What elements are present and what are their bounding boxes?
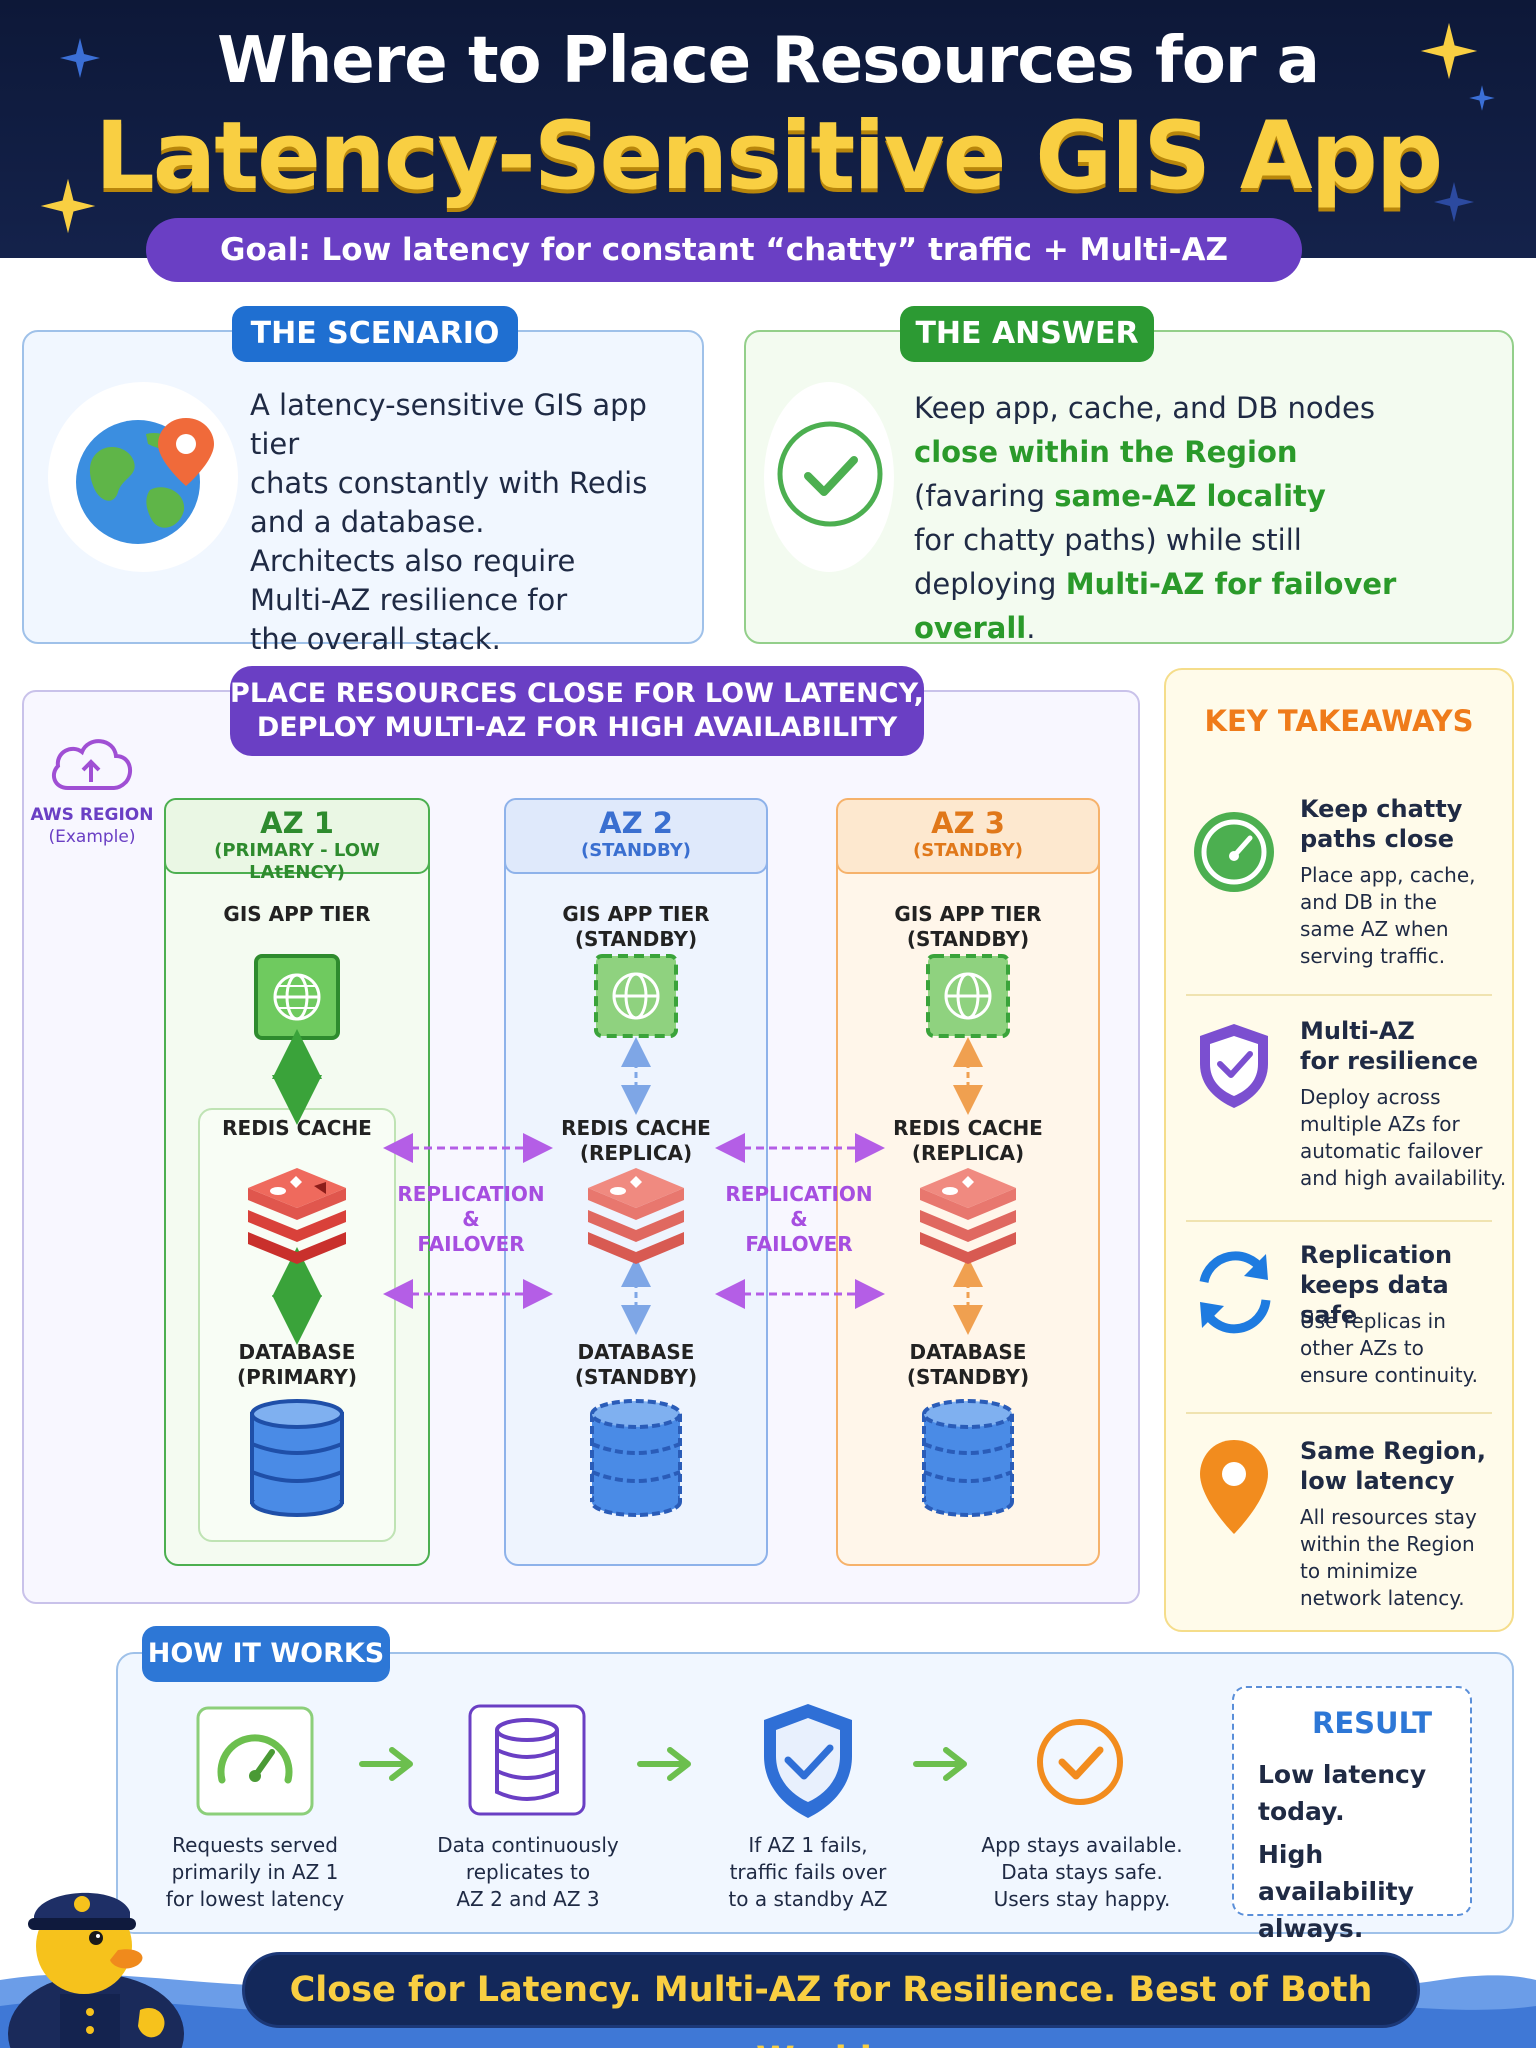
- check-circle-icon: [764, 382, 894, 572]
- database-label: DATABASE(PRIMARY): [237, 1340, 357, 1389]
- az-subtitle: (PRIMARY - LOW LAtENCY): [214, 840, 380, 883]
- region-label: AWS REGION (Example): [30, 804, 154, 848]
- scenario-line: A latency-sensitive GIS app tier: [250, 388, 647, 461]
- divider: [1186, 1412, 1492, 1414]
- gis-app-tier-label: GIS APP TIER(STANDBY): [562, 902, 710, 951]
- answer-line: .: [1026, 611, 1036, 645]
- scenario-tab: THE SCENARIO: [232, 306, 518, 362]
- answer-line: Keep app, cache, and DB nodes: [914, 391, 1375, 425]
- gis-app-tier-label: GIS APP TIER(STANDBY): [894, 902, 1042, 951]
- key-takeaways-title: KEY TAKEAWAYS: [1204, 704, 1474, 738]
- az-title: AZ 2: [599, 806, 673, 840]
- database-label: DATABASE(STANDBY): [574, 1340, 698, 1389]
- result-box: [1232, 1686, 1472, 1916]
- sparkle-icon: [1469, 85, 1495, 111]
- header-banner: Where to Place Resources for a Latency-S…: [0, 0, 1536, 258]
- how-it-works-tab: HOW IT WORKS: [142, 1626, 390, 1682]
- scenario-line: chats constantly with Redis: [250, 466, 648, 500]
- scenario-line: the overall stack.: [250, 622, 501, 656]
- answer-line: for chatty paths) while still: [914, 523, 1302, 557]
- divider: [1186, 994, 1492, 996]
- title-line-1: Where to Place Resources for a: [217, 24, 1320, 98]
- result-title: RESULT: [1312, 1706, 1433, 1740]
- az-title: AZ 3: [931, 806, 1005, 840]
- sparkle-icon: [1420, 22, 1478, 80]
- answer-highlight: close within the Region: [914, 435, 1298, 469]
- scenario-line: Multi-AZ resilience for: [250, 583, 568, 617]
- answer-line: deploying: [914, 567, 1066, 601]
- sparkle-icon: [40, 178, 96, 234]
- diagram-banner-line: DEPLOY MULTI-AZ FOR HIGH AVAILABILITY: [256, 712, 898, 743]
- redis-cache-label: REDIS CACHE: [222, 1116, 372, 1140]
- replication-failover-label: REPLICATION&FAILOVER: [725, 1182, 873, 1256]
- footer-banner: Close for Latency. Multi-AZ for Resilien…: [242, 1952, 1420, 2048]
- takeaway-title: Same Region,low latency: [1300, 1437, 1486, 1495]
- title-line-2: Latency-Sensitive GIS App: [94, 102, 1443, 211]
- replication-failover-label: REPLICATION&FAILOVER: [397, 1182, 545, 1256]
- globe-pin-icon: [48, 382, 238, 572]
- redis-cache-label: REDIS CACHE(REPLICA): [561, 1116, 711, 1165]
- sparkle-icon: [1434, 182, 1474, 222]
- answer-line: (favaring: [914, 479, 1055, 513]
- answer-tab: THE ANSWER: [900, 306, 1154, 362]
- sparkle-icon: [60, 38, 100, 78]
- duck-mascot-icon: [8, 1892, 184, 2048]
- answer-highlight: Multi-AZ for failover overall: [914, 567, 1397, 645]
- scenario-line: Architects also require: [250, 544, 576, 578]
- diagram-banner-line: PLACE RESOURCES CLOSE FOR LOW LATENCY,: [230, 678, 924, 709]
- az-1-cache-db-group: [198, 1108, 396, 1542]
- region-label-text: AWS REGION: [30, 805, 154, 825]
- az-title: AZ 1: [260, 806, 334, 840]
- redis-cache-label: REDIS CACHE(REPLICA): [893, 1116, 1043, 1165]
- az-subtitle: (STANDBY): [912, 840, 1023, 861]
- divider: [1186, 1220, 1492, 1222]
- step-text: App stays available.Data stays safe.User…: [981, 1833, 1183, 1911]
- cloud-icon: [51, 739, 133, 790]
- az-2-header: AZ 2 (STANDBY): [504, 798, 768, 874]
- goal-banner: Goal: Low latency for constant “chatty” …: [146, 218, 1302, 332]
- region-label-sub: (Example): [48, 827, 136, 847]
- az-3-header: AZ 3 (STANDBY): [836, 798, 1100, 874]
- scenario-line: and a database.: [250, 505, 485, 539]
- database-label: DATABASE(STANDBY): [906, 1340, 1030, 1389]
- az-subtitle: (STANDBY): [580, 840, 691, 861]
- answer-highlight: same-AZ locality: [1054, 479, 1326, 513]
- gis-app-tier-label: GIS APP TIER: [223, 902, 371, 926]
- az-1-header: AZ 1 (PRIMARY - LOW LAtENCY): [164, 798, 430, 883]
- diagram-banner: PLACE RESOURCES CLOSE FOR LOW LATENCY, D…: [230, 666, 924, 756]
